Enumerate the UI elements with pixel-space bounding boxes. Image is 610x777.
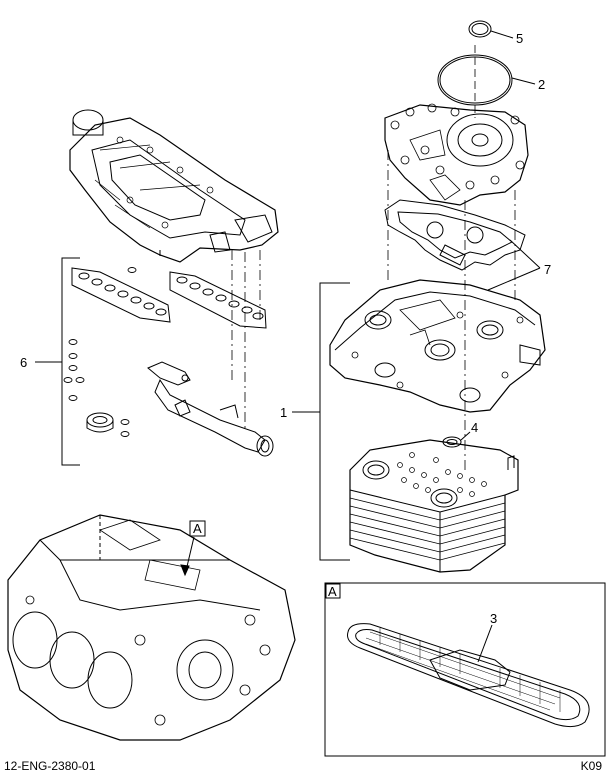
gasket-kit — [35, 257, 274, 466]
detail-tag-inset: A — [328, 584, 337, 599]
callout-7: 7 — [544, 262, 551, 277]
intake-manifold — [69, 109, 279, 263]
o-ring-5 — [468, 20, 514, 39]
o-rings — [63, 267, 137, 437]
drawing-ref: K09 — [580, 759, 602, 773]
inset-detail-a — [324, 582, 606, 757]
module-gasket-7 — [384, 199, 541, 291]
detail-tag-main: A — [193, 521, 202, 536]
callout-4: 4 — [471, 420, 478, 435]
manifold-gasket-left — [71, 267, 171, 323]
callout-3: 3 — [490, 611, 497, 626]
callout-6: 6 — [20, 355, 27, 370]
bracket-6 — [61, 257, 80, 466]
engine-block — [7, 514, 296, 741]
filter-housing-module — [384, 103, 529, 206]
callout-5: 5 — [516, 31, 523, 46]
callout-2: 2 — [538, 77, 545, 92]
detail-marker-a — [180, 520, 206, 577]
seal-ring — [86, 412, 114, 433]
module-leader-lines — [387, 150, 516, 470]
manifold-gasket-right — [169, 271, 267, 329]
bracket-1 — [319, 282, 350, 561]
manifold-leader-lines — [231, 250, 261, 430]
callout-labels: 5 2 7 6 1 4 3 A A — [20, 31, 551, 626]
screen-3 — [347, 623, 590, 728]
coolant-tube — [147, 361, 274, 457]
drawing-code: 12-ENG-2380-01 — [4, 759, 96, 773]
large-seal-2 — [437, 54, 536, 106]
oil-cooler-housing — [329, 279, 546, 413]
oil-cooler-core — [349, 439, 519, 573]
small-gasket-4 — [442, 431, 471, 448]
callout-1: 1 — [280, 405, 287, 420]
